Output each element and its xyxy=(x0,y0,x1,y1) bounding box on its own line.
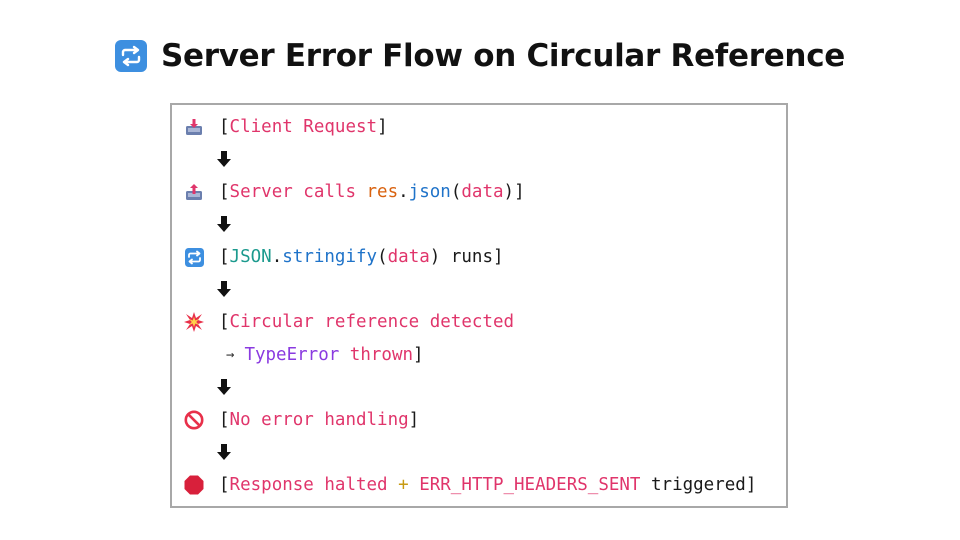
down-arrow-icon xyxy=(217,151,231,167)
bracket-close: ] xyxy=(514,182,525,202)
explosion-icon xyxy=(184,312,204,332)
bracket-open: [ xyxy=(219,312,230,332)
step-text: Response halted xyxy=(229,475,388,495)
title-row: Server Error Flow on Circular Reference xyxy=(0,38,960,74)
step-text: No error handling xyxy=(229,410,409,430)
bracket-close: ] xyxy=(745,475,757,495)
bracket-open: [ xyxy=(219,182,230,202)
prohibited-icon xyxy=(184,410,204,430)
step-client-request: [ Client Request ] xyxy=(184,115,388,139)
flow-box xyxy=(170,103,788,508)
bracket-open: [ xyxy=(219,247,230,267)
code-arg: data xyxy=(461,182,504,202)
step-json-stringify: [ JSON . stringify ( data ) runs ] xyxy=(184,245,504,269)
bracket-close: ] xyxy=(493,247,504,267)
repeat-icon xyxy=(115,40,147,72)
bracket-close: ] xyxy=(408,410,420,430)
repeat-icon xyxy=(184,247,204,267)
bracket-open: [ xyxy=(219,475,230,495)
error-type: TypeError xyxy=(244,345,340,365)
code-paren-close: ) xyxy=(429,247,441,267)
step-text: Server calls xyxy=(229,182,367,202)
bracket-close: ] xyxy=(413,345,424,365)
step-server-calls: [ Server calls res . json ( data ) ] xyxy=(184,180,525,204)
step-suffix: triggered xyxy=(640,475,746,495)
code-dot: . xyxy=(398,182,409,202)
down-arrow-icon xyxy=(217,216,231,232)
code-method: json xyxy=(408,182,451,202)
step-suffix: runs xyxy=(440,247,494,267)
down-arrow-icon xyxy=(217,281,231,297)
bracket-open: [ xyxy=(219,410,230,430)
step-text: Client Request xyxy=(229,117,378,137)
plus-operator: + xyxy=(387,475,420,495)
step-typeerror-thrown: → TypeError thrown ] xyxy=(226,343,424,367)
code-arg: data xyxy=(387,247,430,267)
code-object: res xyxy=(366,182,399,202)
error-code: ERR_HTTP_HEADERS_SENT xyxy=(419,475,641,495)
code-object: JSON xyxy=(229,247,272,267)
code-paren-close: ) xyxy=(503,182,515,202)
down-arrow-icon xyxy=(217,379,231,395)
stop-sign-icon xyxy=(184,475,204,495)
step-circular-detected: [ Circular reference detected xyxy=(184,310,514,334)
bracket-open: [ xyxy=(219,117,230,137)
down-arrow-icon xyxy=(217,444,231,460)
outbox-tray-icon xyxy=(184,182,204,202)
step-text: Circular reference detected xyxy=(229,312,515,332)
step-text: thrown xyxy=(339,345,414,365)
code-paren-open: ( xyxy=(450,182,462,202)
code-paren-open: ( xyxy=(377,247,388,267)
right-arrow-icon: → xyxy=(226,347,235,363)
code-method: stringify xyxy=(282,247,378,267)
step-response-halted: [ Response halted + ERR_HTTP_HEADERS_SEN… xyxy=(184,473,756,497)
step-no-error-handling: [ No error handling ] xyxy=(184,408,419,432)
inbox-tray-icon xyxy=(184,117,204,137)
code-dot: . xyxy=(271,247,283,267)
bracket-close: ] xyxy=(377,117,388,137)
page-title: Server Error Flow on Circular Reference xyxy=(161,38,845,74)
